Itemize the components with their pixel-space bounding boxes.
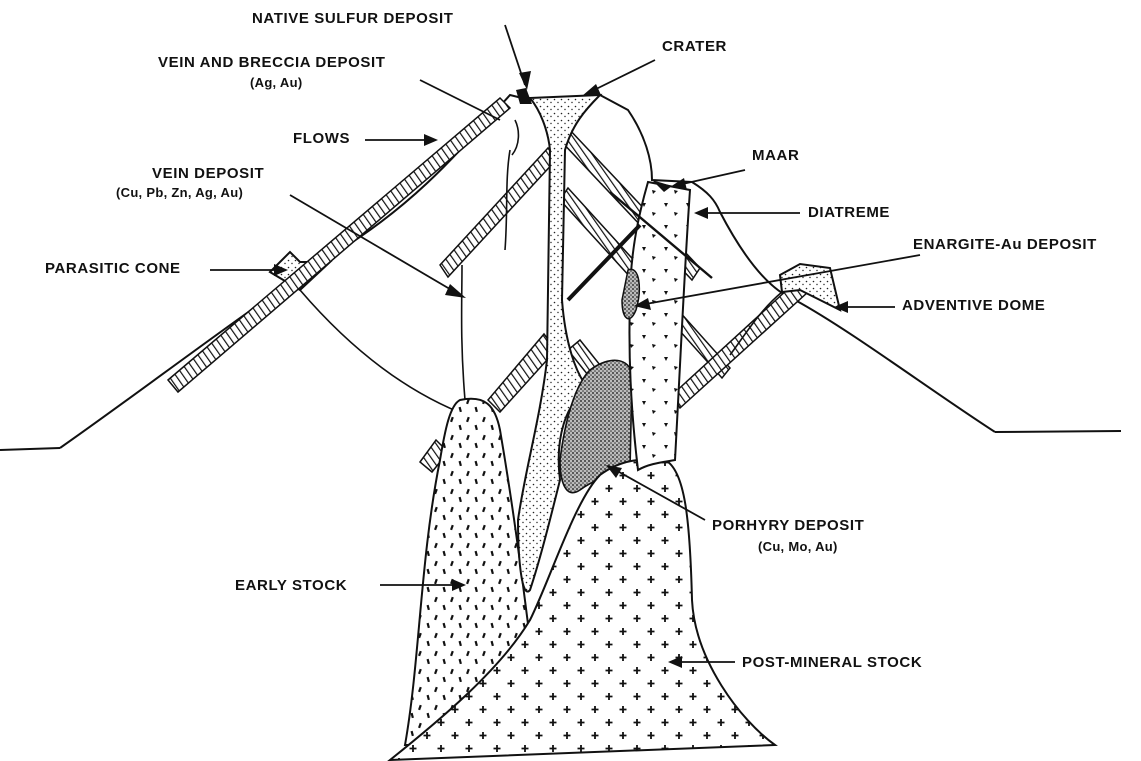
label-vein-breccia: VEIN AND BRECCIA DEPOSIT <box>158 54 385 71</box>
label-porphyry-metals: (Cu, Mo, Au) <box>758 538 838 555</box>
label-post-mineral-stock: POST-MINERAL STOCK <box>742 654 922 671</box>
label-vein-deposit: VEIN DEPOSIT <box>152 165 264 182</box>
label-diatreme: DIATREME <box>808 204 890 221</box>
label-crater: CRATER <box>662 38 727 55</box>
label-parasitic-cone: PARASITIC CONE <box>45 260 181 277</box>
label-enargite: ENARGITE-Au DEPOSIT <box>913 236 1097 253</box>
label-adventive-dome: ADVENTIVE DOME <box>902 297 1045 314</box>
label-early-stock: EARLY STOCK <box>235 577 347 594</box>
label-porphyry: PORHYRY DEPOSIT <box>712 517 864 534</box>
label-maar: MAAR <box>752 147 799 164</box>
label-vein-deposit-metals: (Cu, Pb, Zn, Ag, Au) <box>116 184 243 201</box>
native-sulfur-blob <box>516 88 532 104</box>
label-vein-breccia-metals: (Ag, Au) <box>250 74 302 91</box>
label-flows: FLOWS <box>293 130 350 147</box>
volcano-profile <box>60 95 995 448</box>
label-native-sulfur: NATIVE SULFUR DEPOSIT <box>252 10 454 27</box>
parasitic-cone-base-line <box>300 290 480 420</box>
